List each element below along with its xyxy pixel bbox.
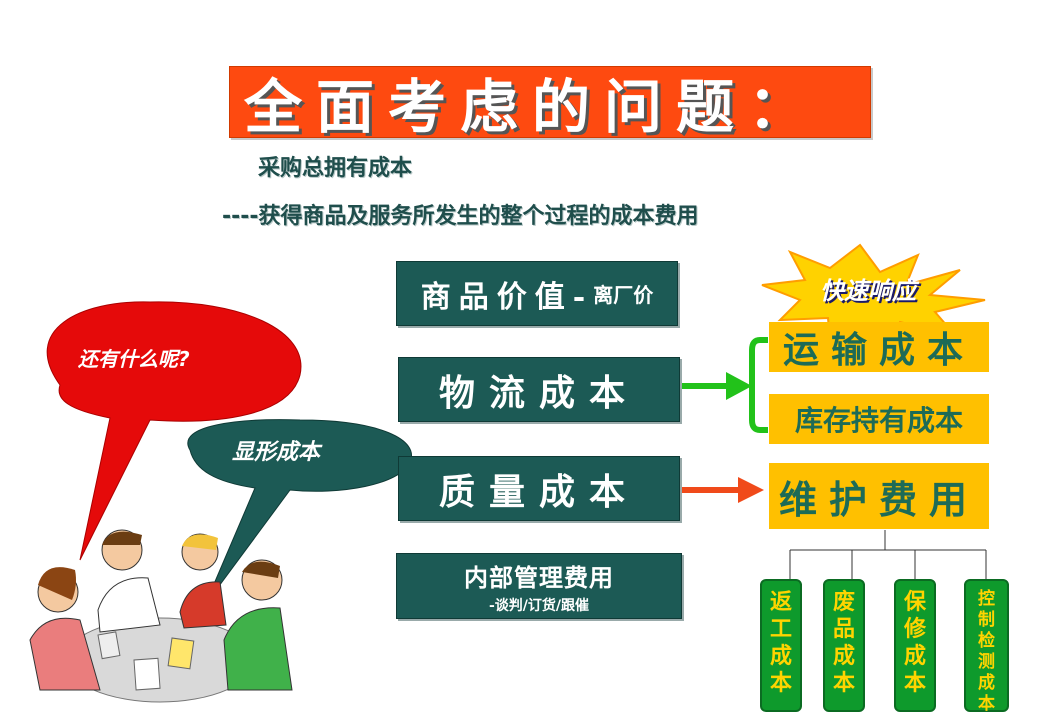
transport-cost-label: 运输成本 <box>782 329 975 371</box>
green-arrow-head <box>726 372 752 400</box>
rework-cost-label: 返工成本 <box>769 589 792 696</box>
internal-cost-sub: -谈判/订货/跟催 <box>488 597 590 614</box>
inspection-cost-box: 控制检测成本 <box>964 579 1009 714</box>
maintenance-label: 维护费用 <box>778 476 979 522</box>
goods-value-box: 商品价值-离厂价 <box>396 261 678 326</box>
bubble-explicit-cost: 显形成本 <box>232 440 321 465</box>
goods-value-small: 离厂价 <box>593 283 654 307</box>
bubble-what-else: 还有什么呢? <box>78 347 190 371</box>
logistics-cost-label: 物流成本 <box>438 371 639 414</box>
internal-cost-box: 内部管理费用 -谈判/订货/跟催 <box>396 553 682 619</box>
red-arrow-head <box>738 477 764 503</box>
internal-cost-label: 内部管理费用 <box>464 562 614 592</box>
title-banner: 全面考虑的问题： <box>229 66 871 141</box>
page-title: 全面考虑的问题： <box>244 73 821 141</box>
star-label: 快速响应 <box>820 277 916 305</box>
subtitle-tco: 采购总拥有成本 <box>258 156 413 181</box>
transport-cost-box: 运输成本 <box>769 322 989 372</box>
logistics-cost-box: 物流成本 <box>398 357 680 422</box>
rework-cost-box: 返工成本 <box>760 579 802 712</box>
red-speech-bubble <box>46 301 302 561</box>
tree-connector <box>789 530 987 579</box>
subtitle-definition: ----获得商品及服务所发生的整个过程的成本费用 <box>222 204 699 229</box>
goods-value-label: 商品价值- <box>420 279 594 315</box>
green-bracket <box>749 337 768 433</box>
maintenance-box: 维护费用 <box>769 463 989 529</box>
inspection-cost-label: 控制检测成本 <box>978 589 995 714</box>
scrap-cost-label: 废品成本 <box>832 589 855 696</box>
warranty-cost-box: 保修成本 <box>894 579 936 712</box>
quality-cost-label: 质量成本 <box>438 470 639 513</box>
warranty-cost-label: 保修成本 <box>903 589 926 696</box>
inventory-cost-label: 库存持有成本 <box>794 404 963 437</box>
meeting-people-illustration <box>29 529 293 703</box>
quality-cost-box: 质量成本 <box>398 456 680 521</box>
inventory-cost-box: 库存持有成本 <box>769 394 989 444</box>
scrap-cost-box: 废品成本 <box>823 579 865 712</box>
